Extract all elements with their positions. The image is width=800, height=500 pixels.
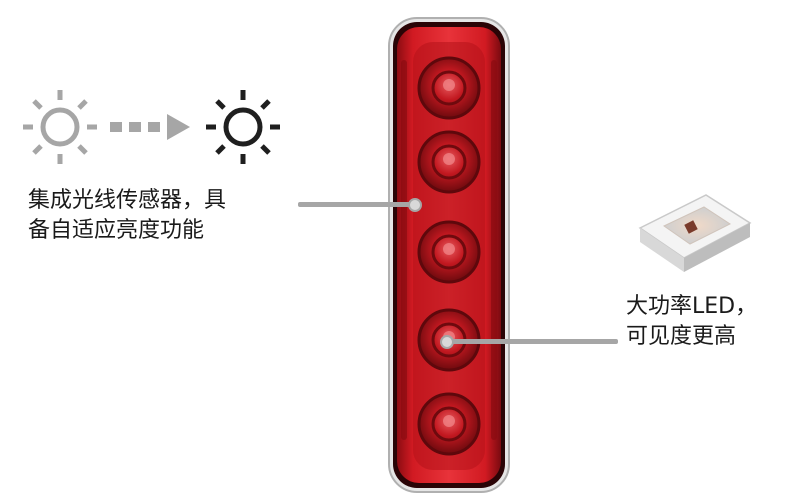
smd-led-chip-icon — [638, 194, 752, 272]
dashed-arrow-right-icon — [110, 114, 190, 140]
led-lens — [417, 392, 481, 456]
led-feature-caption: 大功率LED， 可见度更高 — [626, 292, 796, 352]
led-lens — [417, 130, 481, 194]
led-leader-line — [446, 339, 618, 344]
led-leader-dot — [440, 335, 454, 349]
sensor-leader-dot — [408, 198, 422, 212]
sensor-caption-line1: 集成光线传感器，具 — [28, 188, 227, 213]
sensor-caption-line2: 备自适应亮度功能 — [28, 218, 205, 243]
sensor-leader-line — [298, 202, 414, 207]
sensor-feature-caption: 集成光线传感器，具 备自适应亮度功能 — [28, 186, 288, 246]
tail-light-product — [388, 17, 510, 493]
led-caption-line1: 大功率LED， — [626, 294, 758, 319]
led-caption-line2: 可见度更高 — [626, 324, 737, 349]
sun-outline-light-icon — [23, 90, 97, 164]
led-lens — [417, 56, 481, 120]
led-lens — [417, 220, 481, 284]
sun-outline-dark-icon — [206, 90, 280, 164]
